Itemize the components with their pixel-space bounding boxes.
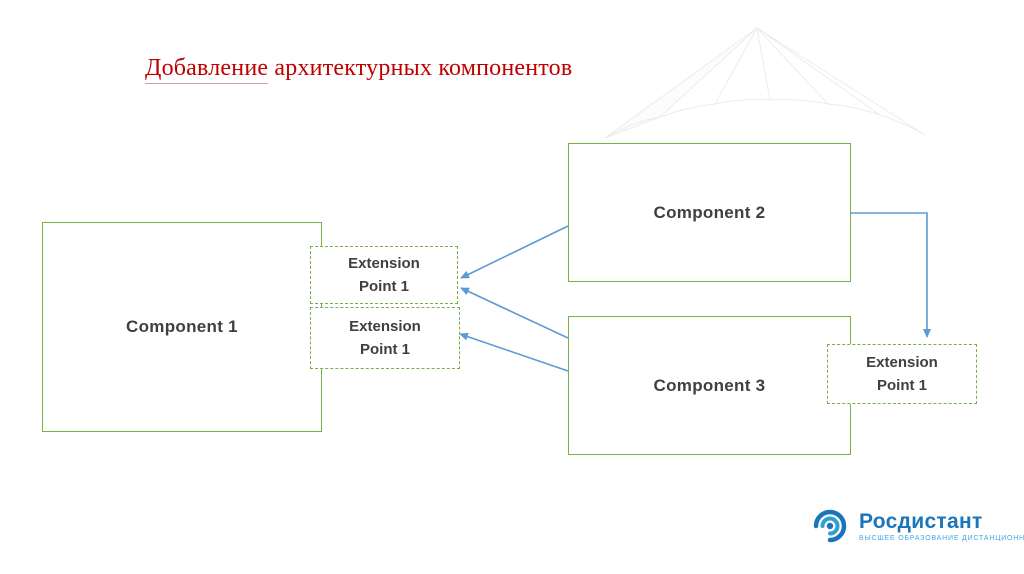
rosdistant-logo: Росдистант ВЫСШЕЕ ОБРАЗОВАНИЕ ДИСТАНЦИОН… [810,506,1024,546]
extension-point-1-right-label: Extension Point 1 [866,353,938,394]
rosdistant-logo-tagline: ВЫСШЕЕ ОБРАЗОВАНИЕ ДИСТАНЦИОННО [859,535,1024,543]
slide-title-underlined-word: Добавление [145,55,269,84]
component-1-box: Component 1 [42,222,322,432]
component-3-box: Component 3 [568,316,851,455]
arrow-component3-to-extension-upper [460,287,569,339]
slide-title: Добавление архитектурных компонентов [145,55,573,84]
rosdistant-logo-icon [813,509,847,543]
component-3-label: Component 3 [653,375,766,395]
extension-point-1-upper-label: Extension Point 1 [348,254,420,295]
slide-title-rest: архитектурных компонентов [268,55,573,81]
component-1-label: Component 1 [126,317,238,336]
arrow-component2-to-extension-upper [460,225,569,279]
extension-point-1-upper-box: Extension Point 1 [310,246,458,304]
component-2-box: Component 2 [568,143,851,282]
rosdistant-logo-text: Росдистант ВЫСШЕЕ ОБРАЗОВАНИЕ ДИСТАНЦИОН… [859,510,1024,542]
component-2-label: Component 2 [653,202,766,222]
rosdistant-logo-name: Росдистант [859,509,983,533]
extension-point-1-right-box: Extension Point 1 [827,344,977,404]
extension-point-1-lower-label: Extension Point 1 [349,317,421,358]
extension-point-1-lower-box: Extension Point 1 [310,307,460,369]
arrow-component2-to-extension-right [851,212,931,338]
arrow-component3-to-extension-lower [459,332,569,372]
